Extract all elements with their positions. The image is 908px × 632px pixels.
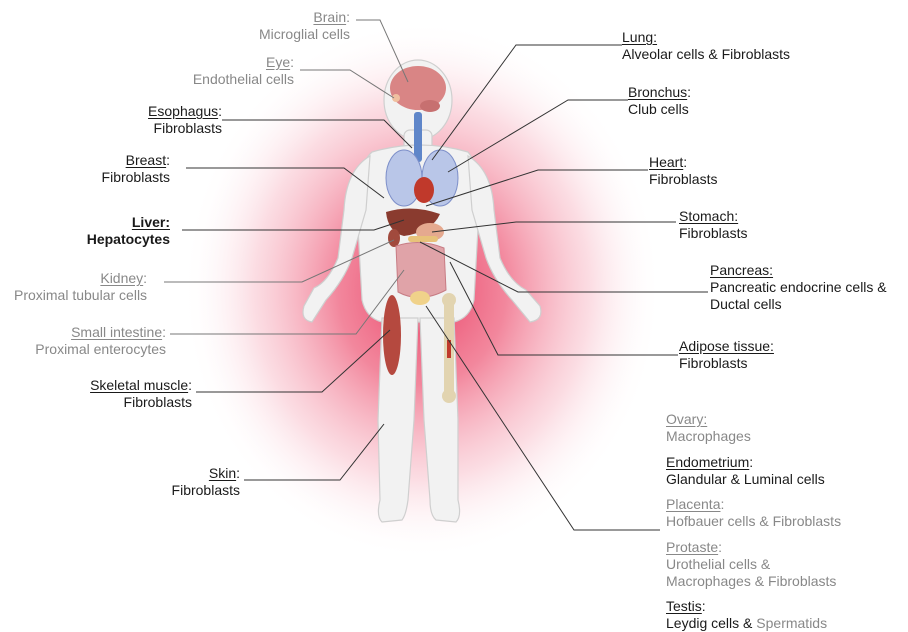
pancreas-cells-line1: Pancreatic endocrine cells &	[710, 279, 887, 296]
small-intestine-label: Small intestine: Proximal enterocytes	[35, 324, 166, 358]
small-intestine-organ: Small intestine	[71, 324, 162, 340]
heart-label: Heart: Fibroblasts	[649, 154, 717, 188]
liver-label: Liver: Hepatocytes	[87, 214, 170, 248]
breast-organ: Breast	[126, 152, 166, 168]
eye-label: Eye: Endothelial cells	[193, 54, 294, 88]
pancreas-cells-line2: Ductal cells	[710, 296, 887, 313]
protaste-label: Protaste: Urothelial cells & Macrophages…	[666, 539, 836, 590]
testis-organ: Testis	[666, 598, 702, 614]
brain-organ: Brain	[313, 9, 346, 25]
kidney-shape	[388, 229, 400, 247]
kidney-label: Kidney: Proximal tubular cells	[14, 270, 147, 304]
protaste-cells-line2: Macrophages & Fibroblasts	[666, 573, 836, 590]
breast-cells: Fibroblasts	[102, 169, 170, 186]
protaste-cells-line1: Urothelial cells &	[666, 556, 836, 573]
heart-shape	[414, 177, 434, 203]
skeletal-muscle-label: Skeletal muscle: Fibroblasts	[90, 377, 192, 411]
heart-cells: Fibroblasts	[649, 171, 717, 188]
stomach-organ: Stomach:	[679, 208, 738, 224]
bronchus-label: Bronchus: Club cells	[628, 84, 691, 118]
ovary-cells: Macrophages	[666, 428, 751, 445]
skin-label: Skin: Fibroblasts	[172, 465, 240, 499]
liver-cells: Hepatocytes	[87, 231, 170, 248]
lung-label: Lung: Alveolar cells & Fibroblasts	[622, 29, 790, 63]
esophagus-label: Esophagus: Fibroblasts	[148, 103, 222, 137]
ovary-label: Ovary: Macrophages	[666, 411, 751, 445]
esophagus-cells: Fibroblasts	[148, 120, 222, 137]
pancreas-organ: Pancreas:	[710, 262, 773, 278]
skin-organ: Skin	[209, 465, 236, 481]
bronchus-cells: Club cells	[628, 101, 691, 118]
adipose-organ: Adipose tissue:	[679, 338, 774, 354]
muscle-shape	[383, 295, 401, 375]
endometrium-cells: Glandular & Luminal cells	[666, 471, 825, 488]
lung-organ: Lung:	[622, 29, 657, 45]
breast-label: Breast: Fibroblasts	[102, 152, 170, 186]
pancreas-shape	[408, 236, 438, 242]
femur-head-shape	[442, 293, 456, 307]
placenta-label: Placenta: Hofbauer cells & Fibroblasts	[666, 496, 841, 530]
protaste-organ: Protaste	[666, 539, 718, 555]
stomach-label: Stomach: Fibroblasts	[679, 208, 747, 242]
eye-cells: Endothelial cells	[193, 71, 294, 88]
bladder-shape	[410, 291, 430, 305]
cerebellum-shape	[420, 100, 440, 112]
trachea-shape	[414, 112, 422, 162]
endometrium-organ: Endometrium	[666, 454, 749, 470]
liver-organ: Liver:	[132, 214, 170, 230]
skeletal-muscle-cells: Fibroblasts	[90, 394, 192, 411]
skin-cells: Fibroblasts	[172, 482, 240, 499]
ovary-organ: Ovary:	[666, 411, 707, 427]
skeletal-muscle-organ: Skeletal muscle	[90, 377, 188, 393]
eye-organ: Eye	[266, 54, 290, 70]
placenta-organ: Placenta	[666, 496, 720, 512]
small-intestine-cells: Proximal enterocytes	[35, 341, 166, 358]
pancreas-label: Pancreas: Pancreatic endocrine cells & D…	[710, 262, 887, 313]
brain-label: Brain: Microglial cells	[259, 9, 350, 43]
endometrium-label: Endometrium: Glandular & Luminal cells	[666, 454, 825, 488]
bronchus-organ: Bronchus	[628, 84, 687, 100]
placenta-cells: Hofbauer cells & Fibroblasts	[666, 513, 841, 530]
brain-cells: Microglial cells	[259, 26, 350, 43]
lung-cells: Alveolar cells & Fibroblasts	[622, 46, 790, 63]
adipose-label: Adipose tissue: Fibroblasts	[679, 338, 774, 372]
knee-shape	[442, 389, 456, 403]
esophagus-organ: Esophagus	[148, 103, 218, 119]
adipose-cells: Fibroblasts	[679, 355, 774, 372]
heart-organ: Heart	[649, 154, 683, 170]
kidney-cells: Proximal tubular cells	[14, 287, 147, 304]
stomach-cells: Fibroblasts	[679, 225, 747, 242]
testis-label: Testis: Leydig cells & Spermatids	[666, 598, 827, 632]
kidney-organ: Kidney	[100, 270, 143, 286]
